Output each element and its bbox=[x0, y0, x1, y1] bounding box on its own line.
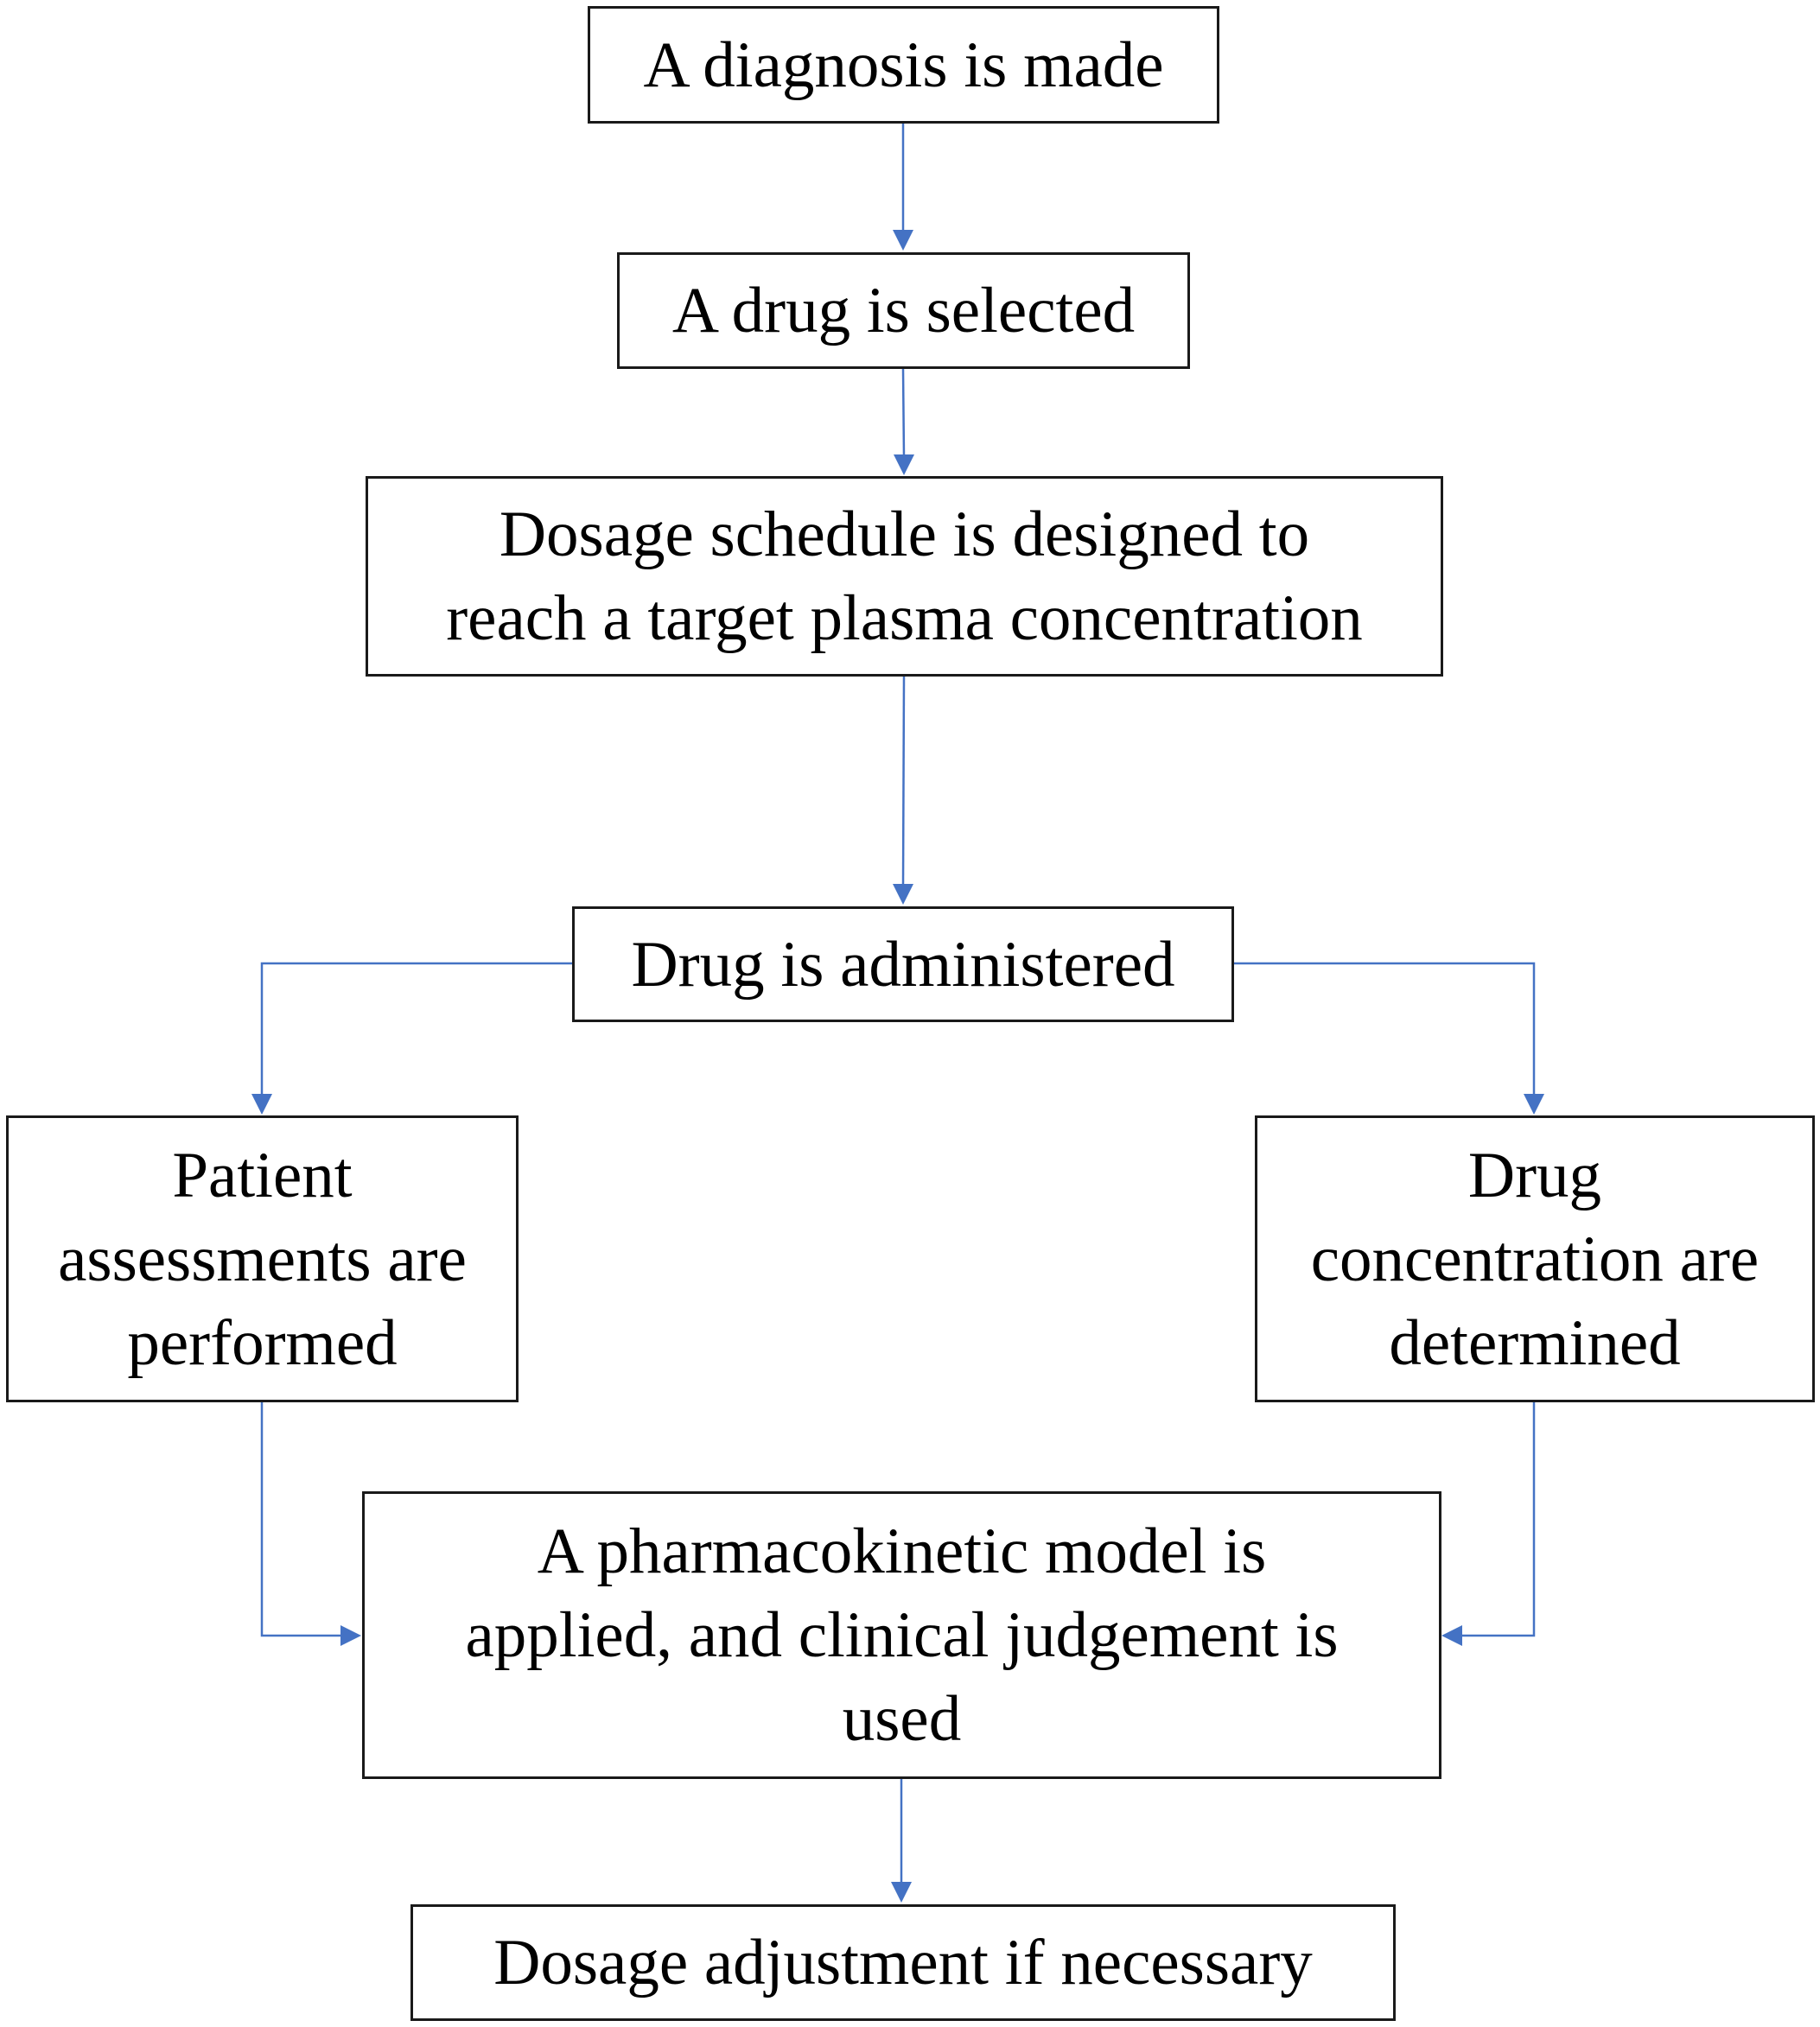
node-drug-administered-label: Drug is administered bbox=[631, 928, 1175, 1001]
node-patient-assessments-label: Patient assessments are performed bbox=[58, 1139, 467, 1379]
edge-drug-administered-to-drug-concentration bbox=[1234, 962, 1544, 1115]
node-dosage-schedule: Dosage schedule is designed to reach a t… bbox=[366, 476, 1443, 677]
edge-patient-assessments-to-pk-model bbox=[260, 1402, 361, 1646]
edge-drug-concentration-to-pk-model bbox=[1441, 1402, 1536, 1646]
edge-diagnosis-to-drug-selected bbox=[893, 124, 913, 251]
node-drug-selected-label: A drug is selected bbox=[671, 275, 1136, 346]
edge-dosage-schedule-to-drug-administered bbox=[893, 676, 913, 905]
node-pk-model: A pharmacokinetic model is applied, and … bbox=[362, 1491, 1441, 1779]
node-drug-administered: Drug is administered bbox=[572, 906, 1234, 1022]
node-dosage-adjustment: Dosage adjustment if necessary bbox=[410, 1904, 1396, 2021]
node-drug-concentration-label: Drug concentration are determined bbox=[1310, 1139, 1760, 1379]
node-pk-model-label: A pharmacokinetic model is applied, and … bbox=[465, 1515, 1339, 1755]
node-drug-concentration: Drug concentration are determined bbox=[1255, 1115, 1815, 1402]
edge-drug-administered-to-patient-assessments bbox=[251, 962, 572, 1115]
node-diagnosis-label: A diagnosis is made bbox=[643, 29, 1164, 101]
node-dosage-schedule-label: Dosage schedule is designed to reach a t… bbox=[446, 499, 1363, 654]
edge-pk-model-to-dosage-adjustment bbox=[891, 1779, 912, 1903]
node-patient-assessments: Patient assessments are performed bbox=[6, 1115, 519, 1402]
node-diagnosis: A diagnosis is made bbox=[588, 6, 1219, 124]
edge-drug-selected-to-dosage-schedule bbox=[894, 368, 914, 475]
node-drug-selected: A drug is selected bbox=[617, 252, 1190, 369]
node-dosage-adjustment-label: Dosage adjustment if necessary bbox=[493, 1927, 1313, 1998]
